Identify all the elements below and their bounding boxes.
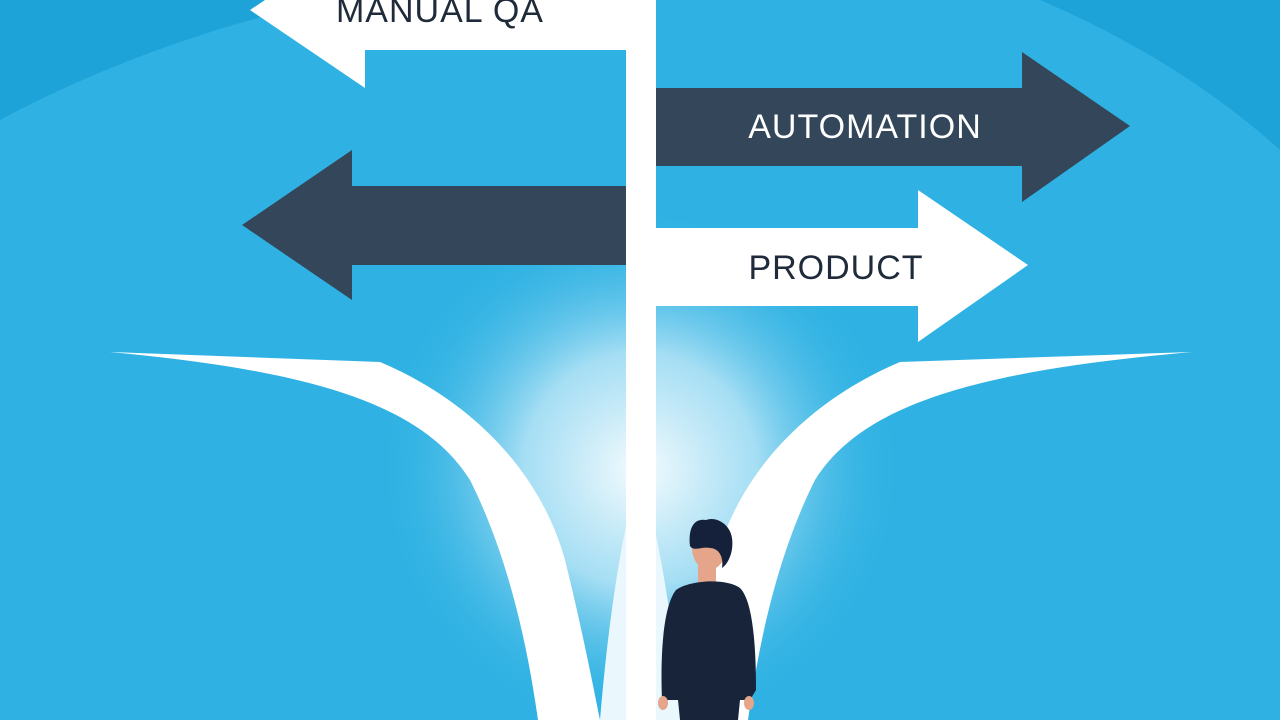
road-left-fork	[110, 352, 600, 720]
automation-arrow	[656, 52, 1130, 202]
person-hair	[689, 518, 733, 568]
product-arrow	[656, 190, 1028, 342]
automation-label: AUTOMATION	[748, 108, 982, 146]
road-right-fork	[684, 352, 1192, 720]
product-sign: PRODUCT	[656, 190, 1028, 342]
sky-top-right-band	[1040, 0, 1280, 150]
person-suit	[661, 581, 756, 720]
manual-qa-arrow	[250, 0, 628, 88]
product-label: PRODUCT	[748, 249, 923, 287]
manual-qa-sign: MANUAL QA	[250, 0, 628, 88]
manual-qa-label: MANUAL QA	[336, 0, 544, 30]
automation-sign: AUTOMATION	[656, 52, 1130, 202]
person-left-hand	[658, 696, 668, 710]
person-figure	[658, 518, 756, 720]
sign-post	[626, 0, 656, 720]
blank-dark-arrow	[242, 150, 626, 300]
sky-top-left-band	[0, 0, 330, 120]
person-right-hand	[744, 696, 754, 710]
